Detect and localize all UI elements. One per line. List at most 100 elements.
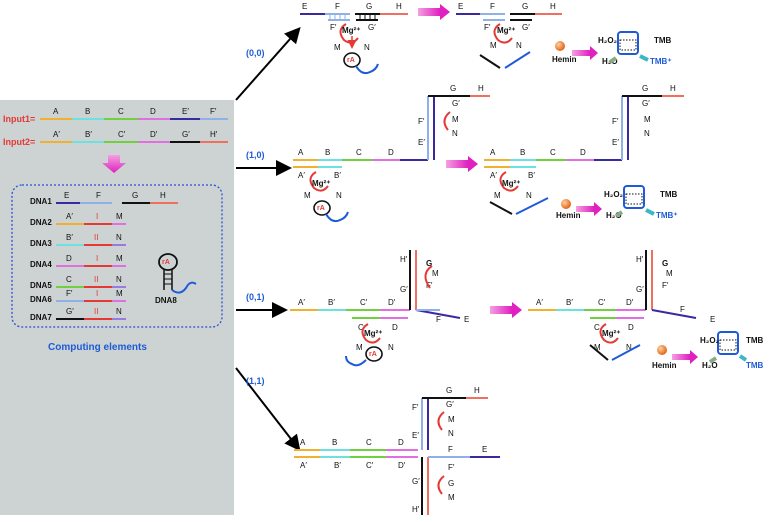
row10b-mg: Mg²⁺	[502, 179, 520, 188]
row11-h: H	[474, 386, 480, 395]
row01-ap: A′	[298, 298, 305, 307]
process-arrow-01	[490, 306, 512, 314]
hemin-icon	[555, 41, 565, 51]
row01-e: E	[464, 315, 469, 324]
row00b-mg: Mg²⁺	[497, 26, 515, 35]
row10-n2: N	[336, 191, 342, 200]
row01b-m1: M	[666, 269, 673, 278]
row11-fp2: F′	[448, 463, 455, 472]
row10b-a: A	[490, 148, 496, 157]
row00-m: M	[334, 43, 341, 52]
hemin-icon	[657, 345, 667, 355]
dna4-label: DNA4	[30, 260, 52, 269]
row00b-e: E	[458, 2, 463, 11]
branch-label-00: (0,0)	[246, 48, 265, 58]
row11-ap: A′	[300, 461, 307, 470]
row01-m2: M	[356, 343, 363, 352]
process-arrow-00	[418, 8, 440, 16]
row10-ra: rA	[317, 205, 325, 212]
row01-tmbp: TMB	[746, 361, 764, 370]
row01b-e: E	[710, 315, 715, 324]
down-arrow-icon	[102, 155, 126, 173]
row10-tmb: TMB	[660, 190, 678, 199]
row10b-ap: A′	[490, 171, 497, 180]
row11-ep: E′	[412, 431, 419, 440]
dna8-ra-label: rA	[162, 259, 170, 266]
row-01-before: A′ B′ C′ D′ H′ G′ F′ F E M G C D Mg²⁺ M …	[290, 250, 469, 367]
row01b-m2: M	[594, 343, 601, 352]
dna5-seg-1: C	[66, 275, 72, 284]
dna6-seg-2: I	[96, 289, 98, 298]
row10-mg: Mg²⁺	[312, 179, 330, 188]
row10b-h: H	[670, 84, 676, 93]
dna7-seg-2: II	[94, 307, 98, 316]
row-00-before: E F G H F′ G′ Mg²⁺ M N rA	[300, 2, 408, 75]
row10-b: B	[325, 148, 330, 157]
row00-h: H	[396, 2, 402, 11]
row00b-n: N	[516, 41, 522, 50]
input1-seg-d: D	[150, 107, 156, 116]
row10b-c: C	[550, 148, 556, 157]
input-panel: Input1= A B C D E′ F′ Input2= A′ B′ C′ D…	[0, 100, 234, 515]
process-arrowhead-01	[512, 302, 522, 318]
row01b-f: F	[680, 305, 685, 314]
input1-seg-b: B	[85, 107, 90, 116]
computing-elements-title: Computing elements	[48, 342, 147, 353]
input1-seg-c: C	[118, 107, 124, 116]
row10-h: H	[478, 84, 484, 93]
row01-f: F	[436, 315, 441, 324]
dna1-seg-e: E	[64, 191, 69, 200]
dna2-seg-1: A′	[66, 212, 73, 221]
row10-ap: A′	[298, 171, 305, 180]
row01-mg: Mg²⁺	[364, 329, 382, 338]
row11-f: F	[448, 445, 453, 454]
dna3-seg-1: B′	[66, 233, 73, 242]
dna1-seg-f: F	[96, 191, 101, 200]
row01b-gp: G′	[636, 285, 644, 294]
row10-c: C	[356, 148, 362, 157]
row10b-g: G	[642, 84, 648, 93]
row10b-bp: B′	[528, 171, 535, 180]
input1-label: Input1=	[3, 114, 35, 124]
dna2-seg-2: I	[96, 212, 98, 221]
row11-fp: F′	[412, 403, 419, 412]
row11-a: A	[300, 438, 306, 447]
row01-h2o2: H₂O₂	[700, 336, 720, 345]
process-arrow-10	[446, 160, 468, 168]
row10-h2o2: H₂O₂	[604, 190, 624, 199]
dna4-seg-3: M	[116, 254, 123, 263]
row01b-n2: N	[626, 343, 632, 352]
row10b-m1: M	[644, 115, 651, 124]
row00b-h: H	[550, 2, 556, 11]
dna2-seg-3: M	[116, 212, 123, 221]
row01-hemin: Hemin	[652, 361, 677, 370]
row01-tmb: TMB	[746, 336, 764, 345]
dna6-seg-3: M	[116, 289, 123, 298]
row00b-m: M	[490, 41, 497, 50]
row11-m1: M	[448, 415, 455, 424]
row10-d: D	[388, 148, 394, 157]
row01b-g: G	[662, 259, 668, 268]
row10-ep: E′	[418, 138, 425, 147]
row01-gp: G′	[400, 285, 408, 294]
row11-g2: G	[448, 479, 454, 488]
row11-g: G	[446, 386, 452, 395]
row11-gp2: G′	[412, 477, 420, 486]
row01b-cp: C′	[598, 298, 606, 307]
row00-g: G	[366, 2, 372, 11]
input2-seg-ap: A′	[53, 130, 60, 139]
row10b-n1: N	[644, 129, 650, 138]
process-arrowhead-10	[468, 156, 478, 172]
row00b-g: G	[522, 2, 528, 11]
row11-b: B	[332, 438, 337, 447]
row00-gp: G′	[368, 23, 376, 32]
row01-g: G	[426, 259, 432, 268]
row-11: A B C D A′ B′ C′ D′ F′ E′ G H G′ M N G′ …	[294, 386, 500, 515]
row01-m1: M	[432, 269, 439, 278]
input2-seg-bp: B′	[85, 130, 92, 139]
g-quadruplex-icon	[717, 331, 739, 355]
row11-dp: D′	[398, 461, 406, 470]
computing-elements-box	[11, 184, 223, 328]
row10-g: G	[450, 84, 456, 93]
dna6-seg-1: F′	[66, 289, 73, 298]
